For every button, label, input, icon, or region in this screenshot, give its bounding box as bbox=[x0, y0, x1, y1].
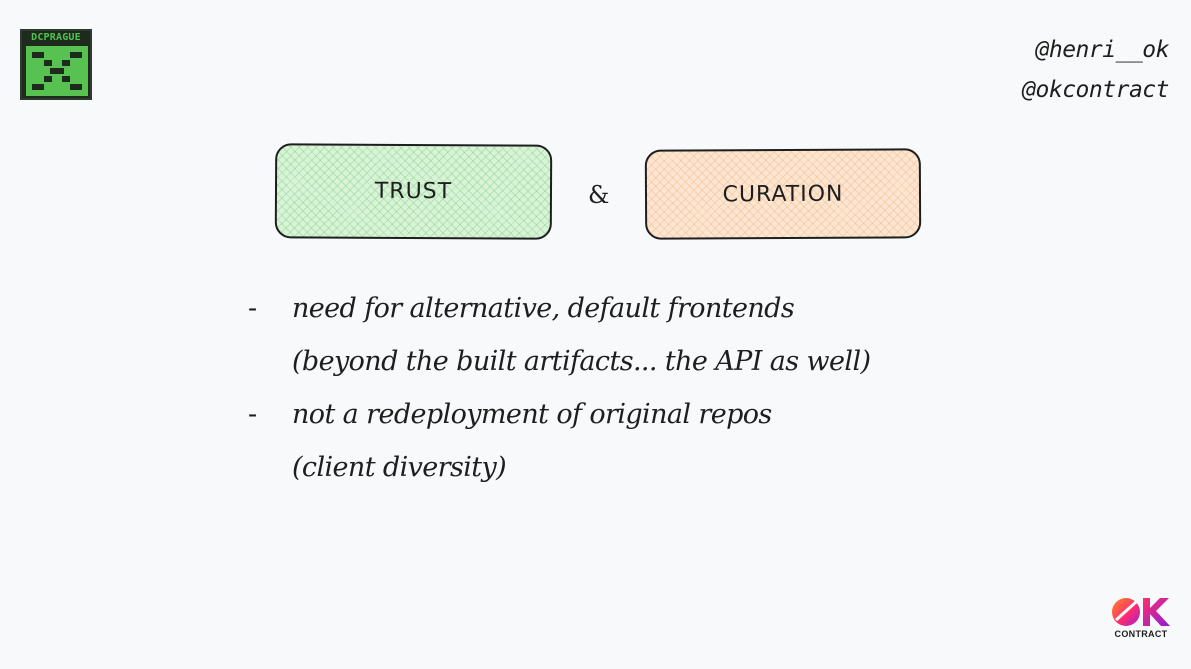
bullet-text: (client diversity) bbox=[292, 452, 507, 483]
list-item: - not a redeployment of original repos bbox=[248, 388, 968, 441]
dcprague-logo: DCPRAGUE bbox=[20, 29, 92, 100]
ok-contract-logo-icon bbox=[1112, 598, 1170, 626]
bullet-dash bbox=[248, 441, 292, 494]
bullet-dash: - bbox=[248, 399, 258, 430]
trust-label: TRUST bbox=[374, 178, 453, 205]
bullet-list: - need for alternative, default frontend… bbox=[248, 282, 968, 494]
dcprague-x-icon bbox=[26, 46, 88, 96]
list-item: (client diversity) bbox=[248, 441, 968, 494]
curation-box: CURATION bbox=[644, 148, 922, 240]
list-item: - need for alternative, default frontend… bbox=[248, 282, 968, 335]
ok-contract-label: CONTRACT bbox=[1114, 629, 1168, 639]
bullet-dash bbox=[248, 335, 292, 388]
bullet-text: need for alternative, default frontends bbox=[292, 293, 795, 324]
handle-henri: @henri__ok bbox=[1035, 37, 1170, 63]
trust-box: TRUST bbox=[274, 143, 553, 240]
list-item: (beyond the built artifacts... the API a… bbox=[248, 335, 968, 388]
bullet-dash: - bbox=[248, 293, 258, 324]
dcprague-logo-text: DCPRAGUE bbox=[31, 32, 81, 43]
curation-label: CURATION bbox=[722, 181, 844, 207]
social-handles: @henri__ok @okcontract bbox=[1022, 30, 1169, 110]
ok-contract-logo: CONTRACT bbox=[1110, 596, 1172, 642]
handle-okcontract: @okcontract bbox=[1022, 77, 1169, 103]
bullet-text: (beyond the built artifacts... the API a… bbox=[292, 346, 871, 377]
bullet-text: not a redeployment of original repos bbox=[292, 399, 772, 430]
ampersand-separator: & bbox=[588, 181, 610, 209]
